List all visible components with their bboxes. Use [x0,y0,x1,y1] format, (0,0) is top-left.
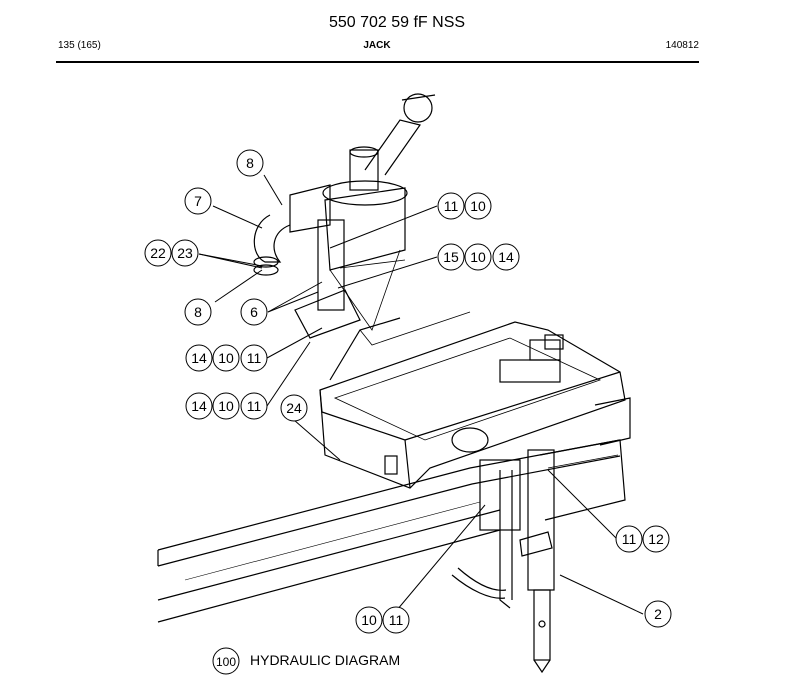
svg-text:10: 10 [470,249,486,265]
callout-11-10-group: 11 10 [437,192,492,220]
callout-14-10-11-upper: 14 10 11 [185,344,268,372]
callout-11-12-group: 11 12 [615,525,670,553]
svg-text:14: 14 [498,249,514,265]
svg-text:100: 100 [216,655,236,669]
svg-text:11: 11 [247,350,262,366]
hydraulic-diagram-label: HYDRAULIC DIAGRAM [250,652,401,668]
leader-lines [198,174,644,615]
svg-text:11: 11 [247,398,262,414]
svg-text:14: 14 [191,398,207,414]
callout-14-10-11-lower: 14 10 11 [185,392,268,420]
svg-text:7: 7 [194,193,202,209]
callout-15-10-14-group: 15 10 14 [437,243,520,271]
svg-text:11: 11 [444,198,459,214]
valve-block [499,334,564,383]
svg-text:12: 12 [648,531,664,547]
svg-text:10: 10 [361,612,377,628]
svg-text:22: 22 [150,245,166,261]
svg-text:15: 15 [443,249,459,265]
header-rule [56,61,699,63]
callout-10-11-group: 10 11 [355,606,410,634]
callout-2: 2 [644,600,672,628]
svg-text:2: 2 [654,606,662,622]
air-filter [253,93,436,339]
callout-24: 24 [280,394,308,422]
callout-100: 100 [212,647,240,675]
svg-text:6: 6 [250,304,258,320]
svg-text:24: 24 [286,400,302,416]
callout-bubbles: 8 7 22 23 8 6 11 10 15 [144,149,672,675]
frame-box [319,311,631,489]
callout-7: 7 [184,187,212,215]
callout-23: 23 [171,239,199,267]
machine-illustration [157,93,631,674]
callout-22: 22 [144,239,172,267]
svg-text:8: 8 [194,304,202,320]
section-title: JACK [363,40,391,51]
callout-8-bottom: 8 [184,298,212,326]
svg-text:14: 14 [191,350,207,366]
page-number: 135 (165) [58,40,101,51]
svg-text:10: 10 [218,350,234,366]
svg-text:8: 8 [246,155,254,171]
date-code: 140812 [665,40,699,51]
svg-text:23: 23 [177,245,193,261]
callout-6: 6 [240,298,268,326]
svg-text:10: 10 [470,198,486,214]
svg-text:11: 11 [389,612,404,628]
svg-text:10: 10 [218,398,234,414]
jack-leg [451,439,626,674]
svg-text:11: 11 [622,531,637,547]
callout-8-top: 8 [236,149,264,177]
document-number: 550 702 59 fF NSS [328,14,466,31]
